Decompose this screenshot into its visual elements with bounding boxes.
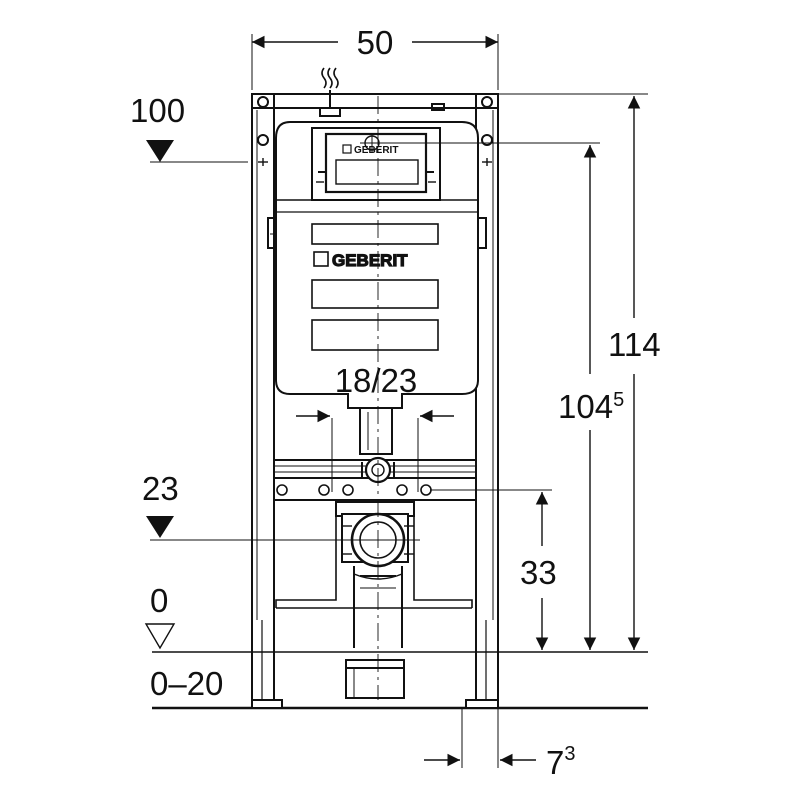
label-outlet-height: 33 <box>520 554 557 591</box>
label-outlet-level: 23 <box>142 470 179 507</box>
cistern-panel <box>311 319 439 351</box>
label-floor-level: 0 <box>150 582 168 619</box>
floor-level-icon <box>144 623 176 650</box>
frame-left-post <box>251 93 275 705</box>
actuator-plate <box>324 132 428 194</box>
frame-bolt-icon <box>481 96 493 108</box>
frame-right-post <box>475 93 499 705</box>
frame-bolt-icon <box>257 96 269 108</box>
label-frame-width: 50 <box>357 24 394 61</box>
label-actuator-height: 1045 <box>558 388 624 425</box>
frame-top-rail <box>251 93 499 109</box>
label-depth: 73 <box>546 743 575 781</box>
label-floor-adjust: 0–20 <box>150 665 223 702</box>
svg-text:GEBERIT: GEBERIT <box>354 145 398 156</box>
geberit-logo-large: GEBERIT <box>313 250 409 271</box>
level-marker-icon <box>146 140 174 162</box>
level-marker-icon <box>146 516 174 538</box>
cistern-panel <box>311 279 439 309</box>
water-supply-icon <box>321 67 339 89</box>
label-total-height: 114 <box>608 326 661 363</box>
flush-pipe <box>359 407 393 455</box>
svg-text:GEBERIT: GEBERIT <box>332 251 408 270</box>
frame-foot-left <box>251 699 283 709</box>
label-actuator-level: 100 <box>130 92 185 129</box>
frame-bolt-icon <box>257 134 269 146</box>
label-bolt-spacing: 18/23 <box>335 362 418 399</box>
frame-foot-right <box>465 699 499 709</box>
cistern-panel <box>311 223 439 245</box>
actuator-opening <box>311 127 441 201</box>
frame-bolt-icon <box>481 134 493 146</box>
bolt-hole-icon <box>276 484 432 496</box>
geberit-logo-small: GEBERIT <box>342 144 398 156</box>
